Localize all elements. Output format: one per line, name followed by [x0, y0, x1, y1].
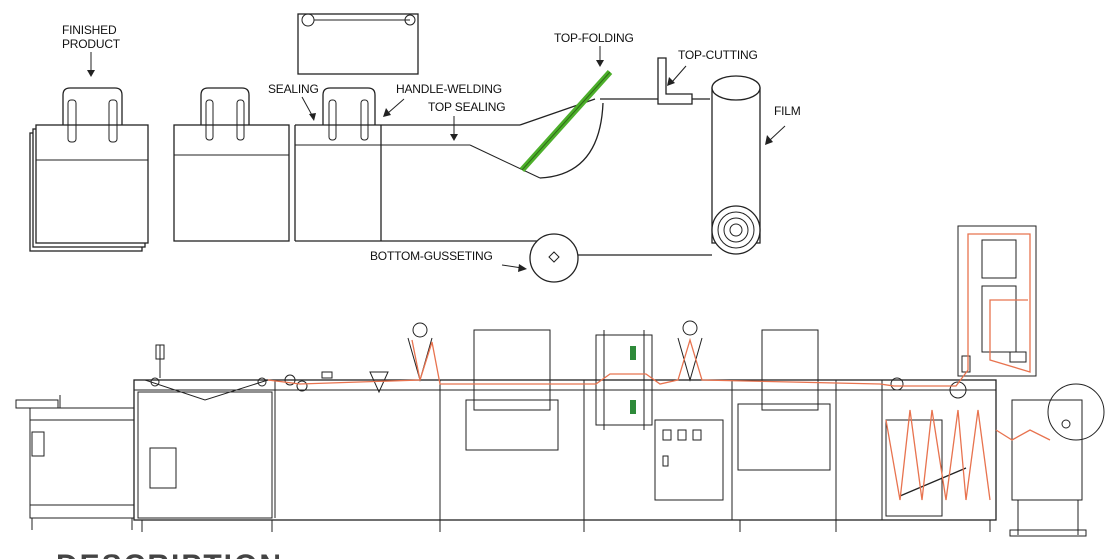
- film-path: [267, 233, 1051, 501]
- arrow-icon: [765, 125, 786, 145]
- section-punch: [595, 320, 724, 501]
- section-heat-seal: [439, 329, 585, 521]
- footer-heading: DESCRIPTION: [56, 549, 283, 559]
- arrow-down-icon: [450, 116, 458, 141]
- unwind-stand: [1009, 383, 1105, 537]
- label-finished-product-2: PRODUCT: [62, 37, 121, 51]
- section-stacker: [137, 344, 273, 519]
- label-top-folding: TOP-FOLDING: [554, 31, 634, 45]
- label-sealing: SEALING: [268, 82, 319, 96]
- bag-process-illustration: FINISHED PRODUCT: [29, 13, 801, 283]
- top-cutting-knife: [657, 57, 693, 105]
- section-sealer: [274, 322, 433, 518]
- outfeed-table: [15, 395, 135, 530]
- label-bottom-gusseting: BOTTOM-GUSSETING: [370, 249, 493, 263]
- label-top-sealing: TOP SEALING: [428, 100, 505, 114]
- label-handle-welding: HANDLE-WELDING: [396, 82, 502, 96]
- single-bag: [173, 87, 290, 242]
- film-roll: [711, 75, 761, 255]
- label-top-cutting: TOP-CUTTING: [678, 48, 758, 62]
- unwind-tower: [957, 225, 1037, 377]
- label-film: FILM: [774, 104, 801, 118]
- label-finished-product-1: FINISHED: [62, 23, 117, 37]
- arrow-down-icon: [596, 46, 604, 67]
- machine-line: [15, 225, 1105, 537]
- finished-product-stack: [29, 87, 149, 252]
- arrow-down-icon: [87, 52, 95, 77]
- handle-punch-unit: [297, 13, 419, 75]
- arrow-icon: [301, 96, 316, 121]
- machine-legs: [141, 520, 991, 532]
- section-cooling: [731, 329, 837, 521]
- gusset-roller: [529, 233, 579, 283]
- arrow-icon: [383, 98, 405, 117]
- arrow-right-icon: [501, 264, 527, 272]
- section-dancer: [881, 377, 997, 521]
- arrow-icon: [667, 65, 687, 86]
